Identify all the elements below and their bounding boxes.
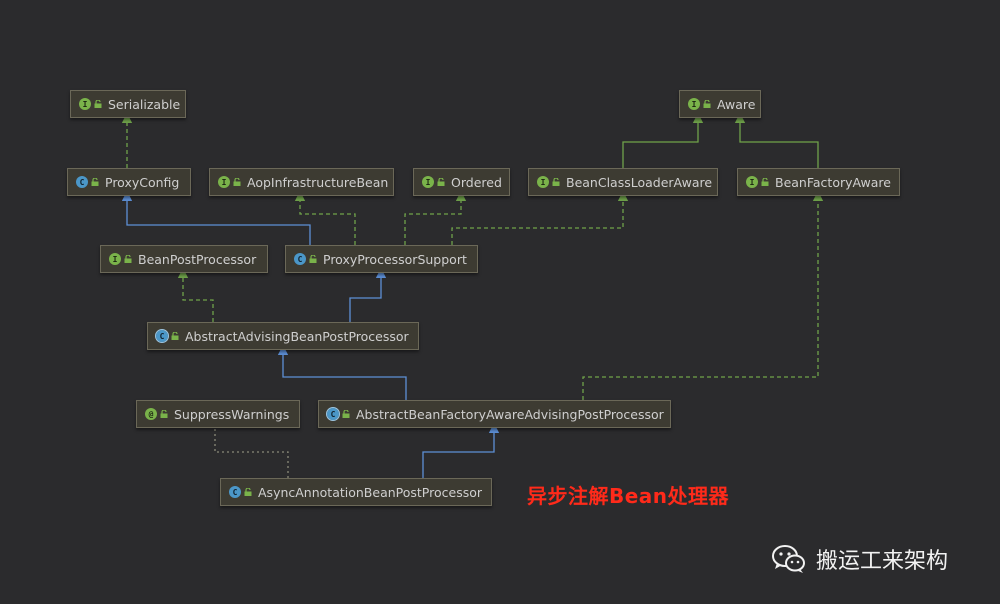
node-proxyprocessorsupport[interactable]: C ProxyProcessorSupport [285, 245, 478, 273]
node-label: AopInfrastructureBean [247, 174, 389, 190]
node-suppresswarnings[interactable]: @ SuppressWarnings [136, 400, 300, 428]
node-label: AbstractBeanFactoryAwareAdvisingPostProc… [356, 406, 664, 422]
node-ordered[interactable]: I Ordered [413, 168, 510, 196]
node-abstractadvisingbeanpostprocessor[interactable]: C AbstractAdvisingBeanPostProcessor [147, 322, 419, 350]
watermark-text: 搬运工来架构 [816, 549, 949, 574]
node-label: ProxyConfig [105, 174, 180, 190]
public-lock-icon [94, 100, 102, 108]
node-label: Ordered [451, 174, 502, 190]
interface-badge-icon: I [109, 253, 121, 265]
abstract-badge-icon: C [155, 329, 169, 343]
interface-badge-icon: I [79, 98, 91, 110]
node-abstractbeanfactoryawareadvisingpostprocessor[interactable]: C AbstractBeanFactoryAwareAdvisingPostPro… [318, 400, 671, 428]
public-lock-icon [233, 178, 241, 186]
edge-proxyprocessorsupport-to-proxyconfig [121, 190, 311, 245]
node-label: BeanFactoryAware [775, 174, 891, 190]
interface-badge-icon: I [688, 98, 700, 110]
annotation-badge-icon: @ [145, 408, 157, 420]
node-beanfactoryaware[interactable]: I BeanFactoryAware [737, 168, 900, 196]
public-lock-icon [160, 410, 168, 418]
interface-badge-icon: I [218, 176, 230, 188]
edge-beanfactoryaware-to-aware [734, 112, 819, 168]
edge-proxyprocessorsupport-to-beanclassloaderaware [451, 190, 629, 245]
node-aware[interactable]: I Aware [679, 90, 761, 118]
node-label: AsyncAnnotationBeanPostProcessor [258, 484, 483, 500]
public-lock-icon [171, 332, 179, 340]
node-label: SuppressWarnings [174, 406, 290, 422]
edge-proxyprocessorsupport-to-ordered [404, 190, 467, 245]
node-label: ProxyProcessorSupport [323, 251, 467, 267]
interface-badge-icon: I [746, 176, 758, 188]
node-asyncannotationbeanpostprocessor[interactable]: C AsyncAnnotationBeanPostProcessor [220, 478, 492, 506]
interface-badge-icon: I [537, 176, 549, 188]
edge-asyncannotationbeanpostprocessor-to-abstractbeanfactoryawareadvisingpostprocessor [422, 422, 500, 478]
edge-abstractadvisingbeanpostprocessor-to-beanpostprocessor [177, 267, 214, 322]
interface-badge-icon: I [422, 176, 434, 188]
public-lock-icon [437, 178, 445, 186]
node-label: Aware [717, 96, 756, 112]
edge-proxyprocessorsupport-to-aopinfrastructurebean [294, 190, 356, 245]
node-label: BeanPostProcessor [138, 251, 257, 267]
public-lock-icon [124, 255, 132, 263]
public-lock-icon [761, 178, 769, 186]
node-proxyconfig[interactable]: C ProxyConfig [67, 168, 191, 196]
public-lock-icon [703, 100, 711, 108]
class-badge-icon: C [229, 486, 241, 498]
node-label: Serializable [108, 96, 181, 112]
node-aopinfrastructurebean[interactable]: I AopInfrastructureBean [209, 168, 394, 196]
edge-asyncannotationbeanpostprocessor-to-suppresswarnings [214, 428, 289, 478]
abstract-badge-icon: C [326, 407, 340, 421]
class-badge-icon: C [294, 253, 306, 265]
wechat-watermark: 搬运工来架构 [772, 543, 948, 575]
node-label: BeanClassLoaderAware [566, 174, 713, 190]
public-lock-icon [552, 178, 560, 186]
diagram-caption: 异步注解Bean处理器 [527, 484, 730, 508]
node-beanpostprocessor[interactable]: I BeanPostProcessor [100, 245, 268, 273]
public-lock-icon [91, 178, 99, 186]
edge-abstractbeanfactoryawareadvisingpostprocessor-to-beanfactoryaware [582, 190, 824, 400]
node-beanclassloaderaware[interactable]: I BeanClassLoaderAware [528, 168, 718, 196]
class-badge-icon: C [76, 176, 88, 188]
public-lock-icon [244, 488, 252, 496]
node-serializable[interactable]: I Serializable [70, 90, 186, 118]
edge-abstractbeanfactoryawareadvisingpostprocessor-to-abstractadvisingbeanpostprocessor [277, 344, 407, 400]
edge-abstractadvisingbeanpostprocessor-to-proxyprocessorsupport [349, 267, 387, 322]
public-lock-icon [309, 255, 317, 263]
edge-beanclassloaderaware-to-aware [622, 112, 704, 168]
public-lock-icon [342, 410, 350, 418]
wechat-icon [772, 545, 805, 573]
node-label: AbstractAdvisingBeanPostProcessor [185, 328, 409, 344]
